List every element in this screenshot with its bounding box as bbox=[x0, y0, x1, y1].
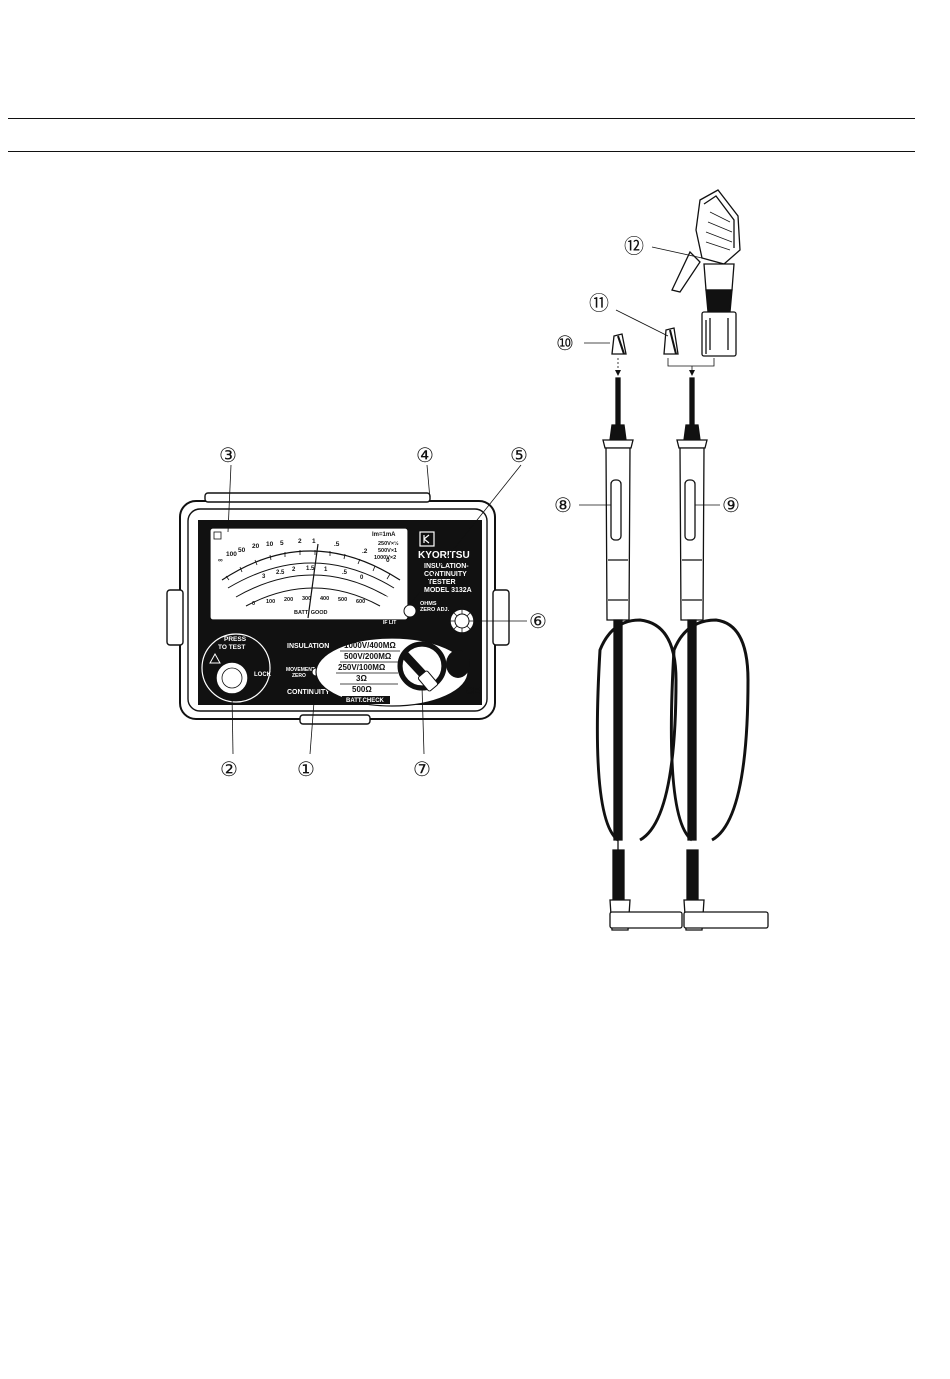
warning-triangle-icon bbox=[209, 652, 221, 664]
model-line-4: MODEL 3132A bbox=[424, 587, 472, 594]
scale-top-10: 0 bbox=[386, 557, 390, 564]
scale-mid-2: 2 bbox=[292, 567, 296, 573]
range-3ohm: 3Ω bbox=[356, 674, 367, 683]
meter-needle bbox=[307, 543, 319, 619]
movement-zero-1: MOVEMENT bbox=[286, 667, 315, 673]
scale-top-2: 50 bbox=[238, 547, 246, 554]
lead-left-coil bbox=[595, 618, 678, 842]
scale-top-4: 10 bbox=[266, 541, 274, 548]
second-rule bbox=[8, 151, 915, 152]
mult-1000: 1000V×2 bbox=[374, 555, 396, 561]
callout-1: ① bbox=[297, 757, 315, 781]
brand-name: KYORITSU bbox=[418, 550, 470, 561]
range-500v: 500V/200MΩ bbox=[344, 652, 392, 661]
lock-label: LOCK bbox=[254, 672, 272, 678]
model-line-1: INSULATION- bbox=[424, 563, 469, 570]
meter-window bbox=[209, 527, 409, 621]
callout-4: ④ bbox=[416, 443, 434, 467]
scale-low-0: 0 bbox=[252, 601, 255, 607]
tester-unit: ∞ 100 50 20 10 5 2 1 .5 .2 0 3 2.5 2 1.5… bbox=[166, 492, 510, 725]
range-250v: 250V/100MΩ bbox=[338, 663, 386, 672]
scale-low-3: 300 bbox=[302, 596, 311, 602]
scale-low-1: 100 bbox=[266, 599, 275, 605]
continuity-label: CONTINUITY bbox=[287, 689, 330, 696]
live-warning-1: LIVE bbox=[382, 596, 394, 602]
callout-9: ⑨ bbox=[722, 493, 740, 517]
range-selector-knob[interactable] bbox=[397, 641, 447, 692]
scale-top-1: 100 bbox=[226, 551, 237, 558]
ohms-zero-2: ZERO ADJ. bbox=[420, 607, 450, 613]
live-warning-3: DO NOT bbox=[381, 608, 400, 614]
callout-8: ⑧ bbox=[554, 493, 572, 517]
press-label-2: TO TEST bbox=[218, 644, 245, 651]
scale-top-0: ∞ bbox=[218, 557, 223, 564]
batt-check-label: BATT.CHECK bbox=[346, 698, 385, 704]
callout-3: ③ bbox=[219, 443, 237, 467]
live-circuit-lamp bbox=[403, 604, 417, 618]
ohms-zero-1: OHMS bbox=[420, 601, 437, 607]
callout-12: ⑫ bbox=[624, 234, 644, 258]
model-line-2: CONTINUITY bbox=[424, 571, 467, 578]
scale-top-5: 5 bbox=[280, 540, 284, 547]
lead-right-coil bbox=[669, 618, 750, 842]
insulation-label: INSULATION bbox=[287, 643, 329, 650]
scale-low-5: 500 bbox=[338, 597, 347, 603]
test-lead-right bbox=[676, 377, 769, 931]
meter-current: Im=1mA bbox=[372, 532, 396, 538]
live-warning-5: IF LIT bbox=[383, 620, 396, 626]
scale-top-3: 20 bbox=[252, 543, 260, 550]
live-warning-4: OPERATE bbox=[379, 614, 403, 620]
scale-mid-6: 0 bbox=[360, 575, 364, 581]
scale-low-4: 400 bbox=[320, 596, 329, 602]
movement-zero-2: ZERO bbox=[292, 673, 306, 679]
scale-top-7: 1 bbox=[312, 538, 316, 545]
live-warning-2: CIRCUIT bbox=[380, 602, 400, 608]
scale-low-6: 600 bbox=[356, 599, 365, 605]
callout-2: ② bbox=[220, 757, 238, 781]
test-lead-left bbox=[602, 377, 683, 931]
alligator-clip bbox=[671, 189, 741, 357]
callout-6: ⑥ bbox=[529, 609, 547, 633]
range-1000v: 1000V/400MΩ bbox=[344, 641, 396, 650]
model-line-3: TESTER bbox=[428, 579, 456, 586]
scale-top-6: 2 bbox=[298, 538, 302, 545]
press-label-1: PRESS bbox=[224, 636, 247, 643]
leader-lines bbox=[227, 246, 720, 755]
callout-11: ⑪ bbox=[589, 291, 609, 315]
callout-10: ⑩ bbox=[556, 331, 574, 355]
callout-7: ⑦ bbox=[413, 757, 431, 781]
scale-mid-3: 1.5 bbox=[306, 566, 315, 572]
mult-500: 500V×1 bbox=[378, 548, 397, 554]
press-to-test-button[interactable] bbox=[215, 661, 249, 695]
scale-top-8: .5 bbox=[334, 541, 340, 548]
top-rule bbox=[8, 118, 915, 119]
callout-5: ⑤ bbox=[510, 443, 528, 467]
scale-mid-0: 3 bbox=[262, 574, 266, 580]
scale-mid-1: 2.5 bbox=[276, 570, 285, 576]
range-500ohm: 500Ω bbox=[352, 685, 372, 694]
ce-mark: CE bbox=[466, 686, 480, 697]
mult-250: 250V×½ bbox=[378, 540, 399, 547]
scale-low-2: 200 bbox=[284, 597, 293, 603]
ohms-zero-adjust-knob[interactable] bbox=[449, 608, 475, 634]
scale-top-9: .2 bbox=[362, 548, 368, 555]
batt-good-label: BATT. GOOD bbox=[294, 610, 328, 616]
scale-mid-4: 1 bbox=[324, 567, 328, 573]
scale-mid-5: .5 bbox=[342, 570, 348, 576]
